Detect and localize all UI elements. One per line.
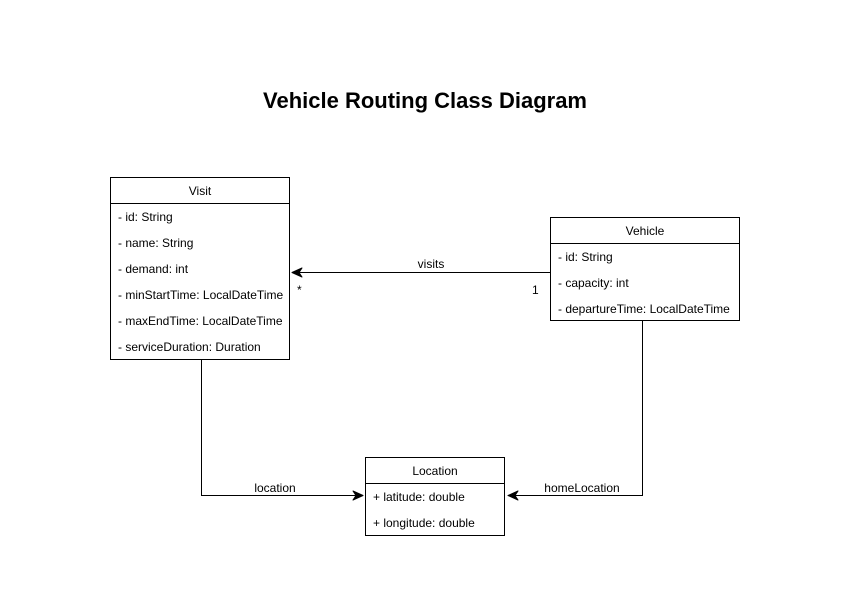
class-visit-attribute: - demand: int <box>118 262 189 276</box>
class-visit-attribute: - name: String <box>118 236 194 250</box>
diagram-title: Vehicle Routing Class Diagram <box>263 88 587 113</box>
class-visit-attribute: - serviceDuration: Duration <box>118 340 261 354</box>
class-location: Location + latitude: double + longitude:… <box>365 457 505 536</box>
class-location-name: Location <box>366 458 504 484</box>
association-homelocation-line <box>507 321 643 501</box>
multiplicity-visits-source: 1 <box>532 283 539 297</box>
class-visit: Visit - id: String - name: String - dema… <box>110 177 290 360</box>
association-label-location: location <box>235 482 315 495</box>
class-visit-name: Visit <box>111 178 289 204</box>
class-vehicle-attribute: - capacity: int <box>558 276 629 290</box>
class-vehicle: Vehicle - id: String - capacity: int - d… <box>550 217 740 321</box>
class-location-attribute: + longitude: double <box>373 516 475 530</box>
class-vehicle-attribute: - id: String <box>558 250 613 264</box>
association-label-visits: visits <box>396 258 466 271</box>
multiplicity-visits-target: * <box>297 283 302 297</box>
class-vehicle-name: Vehicle <box>551 218 739 244</box>
class-vehicle-attribute: - departureTime: LocalDateTime <box>558 302 730 316</box>
association-location-line <box>201 360 364 501</box>
class-visit-attribute: - id: String <box>118 210 173 224</box>
class-visit-attribute: - maxEndTime: LocalDateTime <box>118 314 283 328</box>
class-location-attribute: + latitude: double <box>373 490 465 504</box>
association-label-homelocation: homeLocation <box>532 482 632 495</box>
class-visit-attribute: - minStartTime: LocalDateTime <box>118 288 284 302</box>
